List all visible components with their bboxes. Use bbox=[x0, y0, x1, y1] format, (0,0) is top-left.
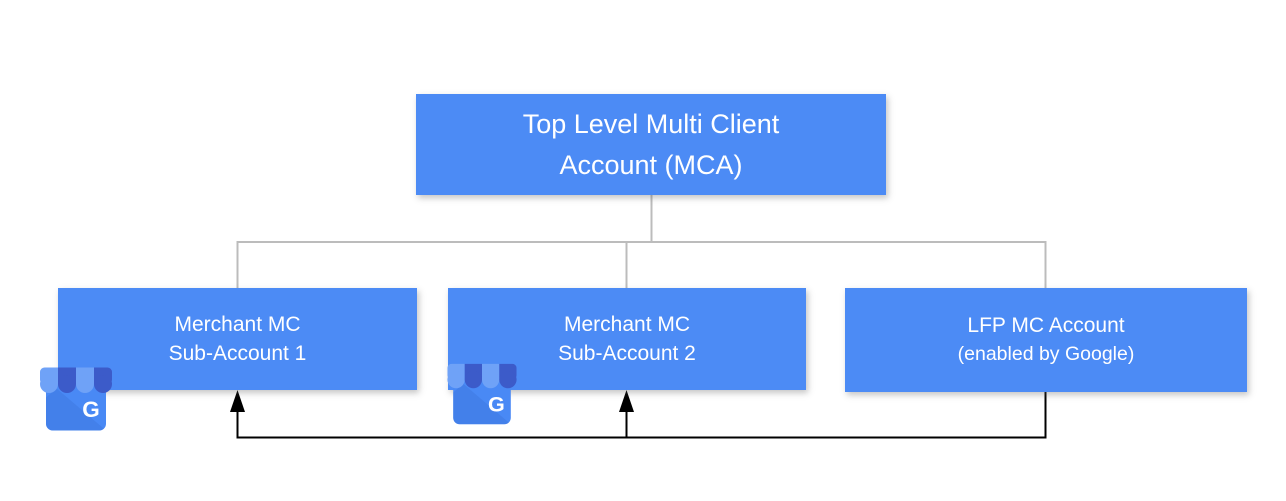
feed-arrows bbox=[230, 390, 1047, 439]
node-label-line: Sub-Account 1 bbox=[168, 342, 307, 365]
node-label-line: Sub-Account 2 bbox=[558, 342, 696, 365]
google-business-icon bbox=[38, 366, 114, 432]
node-label-line: LFP MC Account bbox=[967, 314, 1125, 337]
node-lfp-mc-account: LFP MC Account (enabled by Google) bbox=[845, 288, 1247, 392]
node-label-line: Account (MCA) bbox=[559, 149, 743, 180]
node-merchant-sub-account-1: Merchant MC Sub-Account 1 bbox=[58, 288, 417, 390]
arrowhead-to-sub2 bbox=[619, 390, 634, 412]
node-label-line: (enabled by Google) bbox=[957, 343, 1135, 365]
google-business-icon bbox=[446, 361, 518, 427]
arrowhead-to-sub1 bbox=[230, 390, 245, 412]
node-label-line: Merchant MC bbox=[563, 313, 691, 336]
node-top-level-mca: Top Level Multi Client Account (MCA) bbox=[416, 94, 886, 195]
tree-connectors bbox=[236, 195, 1047, 288]
node-label-line: Top Level Multi Client bbox=[522, 108, 780, 139]
node-label-line: Merchant MC bbox=[174, 313, 301, 336]
